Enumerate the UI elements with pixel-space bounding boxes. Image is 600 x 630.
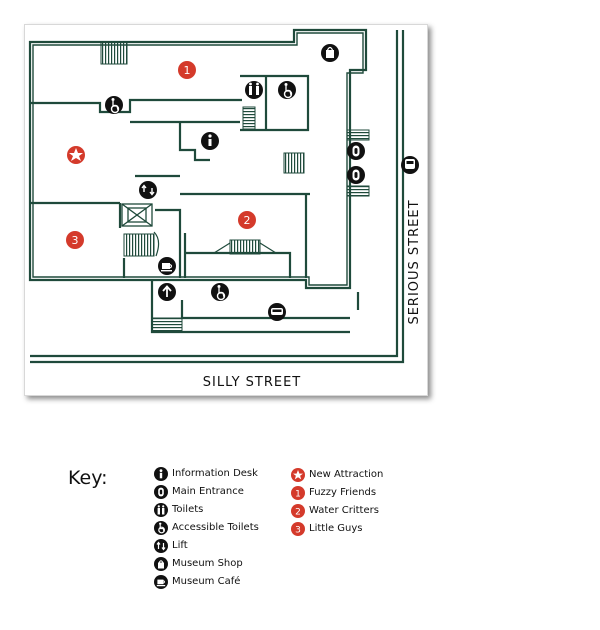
bus-icon[interactable] <box>401 156 419 174</box>
museum-cafe-icon[interactable] <box>158 257 176 275</box>
bus-parking-icon[interactable] <box>268 303 286 321</box>
accessible-toilets-icon <box>154 521 168 535</box>
main-entrance-icon-2[interactable] <box>347 166 365 184</box>
star-icon <box>69 148 83 161</box>
lift-icon[interactable] <box>139 181 157 199</box>
toilets-icon <box>154 503 168 517</box>
area-marker-1[interactable]: 1 <box>178 61 196 79</box>
area-2-icon: 2 <box>291 504 305 518</box>
area-number-2: 2 <box>244 214 251 227</box>
star-icon <box>291 468 305 482</box>
main-entrance-icon[interactable] <box>347 142 365 160</box>
area-marker-2[interactable]: 2 <box>238 211 256 229</box>
svg-text:2: 2 <box>295 507 301 517</box>
area-number-3: 3 <box>72 234 79 247</box>
entrance-arrow-icon[interactable] <box>158 283 176 301</box>
map-frame <box>24 24 428 396</box>
street-label-right: SERIOUS STREET <box>407 199 422 324</box>
svg-text:3: 3 <box>295 525 301 535</box>
museum-shop-icon[interactable] <box>321 44 339 62</box>
lift-icon <box>154 539 168 553</box>
accessible-icon[interactable] <box>105 96 123 114</box>
svg-text:1: 1 <box>295 489 301 499</box>
area-number-1: 1 <box>184 64 191 77</box>
accessible-toilets-icon[interactable] <box>278 81 296 99</box>
key-title: Key: <box>68 467 108 489</box>
toilets-icon[interactable] <box>245 81 263 99</box>
information-icon <box>154 467 168 481</box>
street-label-bottom: SILLY STREET <box>203 375 302 390</box>
accessible-icon-2[interactable] <box>211 283 229 301</box>
area-1-icon: 1 <box>291 486 305 500</box>
stairs <box>100 41 370 333</box>
information-icon[interactable] <box>201 132 219 150</box>
area-3-icon: 3 <box>291 522 305 536</box>
main-entrance-icon <box>154 485 168 499</box>
museum-cafe-icon <box>154 575 168 589</box>
museum-shop-icon <box>154 557 168 571</box>
area-marker-3[interactable]: 3 <box>66 231 84 249</box>
lift-shaft <box>121 203 153 227</box>
new-attraction-marker[interactable] <box>67 146 85 164</box>
